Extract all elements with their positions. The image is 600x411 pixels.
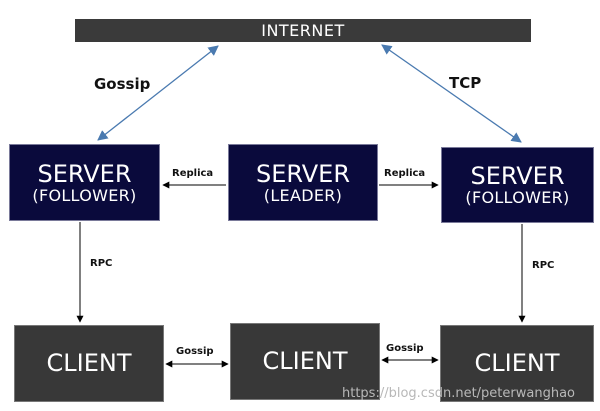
server-leader: SERVER (LEADER) bbox=[228, 144, 378, 221]
replica-left-label: Replica bbox=[172, 168, 214, 179]
tcp-internet-label: TCP bbox=[449, 74, 482, 92]
watermark-url: https://blog.csdn.net/peterwanghao bbox=[342, 386, 575, 401]
internet-node: INTERNET bbox=[75, 19, 531, 42]
server-title: SERVER bbox=[255, 159, 351, 188]
server-role: (LEADER) bbox=[263, 185, 343, 205]
server-title: SERVER bbox=[470, 162, 565, 190]
server-role: (FOLLOWER) bbox=[32, 185, 137, 205]
rpc-right-label: RPC bbox=[532, 260, 555, 271]
internet-gossip-edge bbox=[97, 45, 219, 141]
gossip-internet-label: Gossip bbox=[94, 75, 151, 93]
client-title: CLIENT bbox=[46, 349, 132, 378]
internet-label: INTERNET bbox=[261, 20, 345, 40]
replica-right-label: Replica bbox=[384, 168, 426, 179]
gossip-clients-left-label: Gossip bbox=[176, 346, 214, 357]
client-title: CLIENT bbox=[474, 349, 560, 378]
server-role: (FOLLOWER) bbox=[465, 188, 570, 208]
rpc-left-label: RPC bbox=[90, 258, 113, 269]
server-follower-right: SERVER (FOLLOWER) bbox=[441, 147, 594, 223]
internet-tcp-edge bbox=[381, 44, 522, 143]
server-follower-left: SERVER (FOLLOWER) bbox=[9, 144, 160, 221]
gossip-clients-right-label: Gossip bbox=[386, 343, 424, 354]
client-title: CLIENT bbox=[262, 347, 348, 376]
client-right: CLIENT bbox=[440, 325, 594, 402]
client-left: CLIENT bbox=[14, 325, 164, 402]
client-mid: CLIENT bbox=[230, 323, 380, 400]
server-title: SERVER bbox=[37, 159, 132, 188]
